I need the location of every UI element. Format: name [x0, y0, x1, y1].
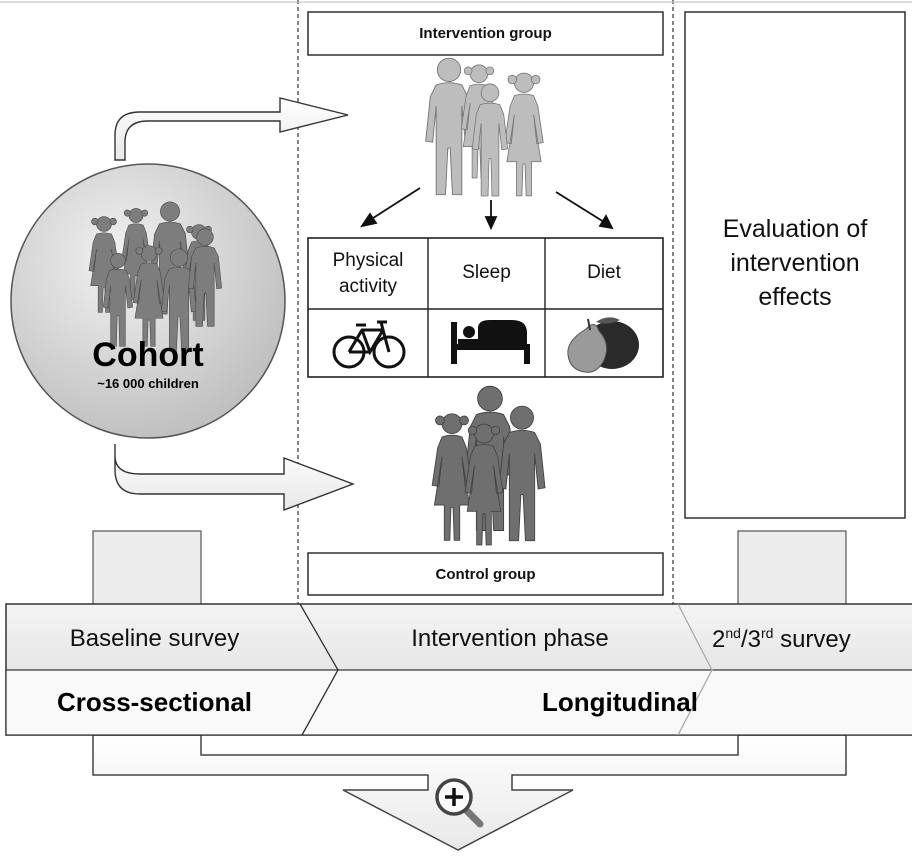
distribution-arrows: [360, 187, 614, 231]
cohort-title: Cohort: [92, 336, 204, 374]
evaluation-box: [684, 11, 906, 519]
intervention-group-box: [307, 11, 664, 56]
table-header-sleep: Sleep: [462, 262, 511, 283]
timeline-band: [5, 603, 912, 736]
arrow-to-control: [114, 444, 355, 512]
bed-icon: [451, 320, 530, 364]
table-header-diet: Diet: [587, 262, 621, 283]
control-group-people: [431, 385, 546, 546]
survey-pillars: [92, 530, 847, 610]
control-group-box: [307, 552, 664, 596]
cohort-subtitle: ~16 000 children: [97, 376, 199, 391]
magnifier-plus-icon: [435, 778, 484, 828]
design-cross-sectional: Cross-sectional: [56, 687, 253, 717]
design-longitudinal: Longitudinal: [542, 687, 698, 717]
phase-intervention: Intervention phase: [411, 625, 609, 652]
evaluation-text: Evaluation of intervention effects: [722, 215, 868, 311]
arrow-to-intervention: [114, 97, 349, 161]
bicycle-icon: [332, 320, 406, 369]
fruit-icon: [567, 317, 639, 373]
control-group-title: Control group: [435, 566, 536, 583]
intervention-group-people: [425, 57, 544, 197]
phase-baseline-survey: Baseline survey: [69, 625, 240, 652]
table-header-physical-activity: Physical activity: [332, 250, 404, 297]
phase-followup-survey: 2nd/3rd survey: [712, 625, 851, 653]
intervention-group-title: Intervention group: [419, 25, 552, 42]
